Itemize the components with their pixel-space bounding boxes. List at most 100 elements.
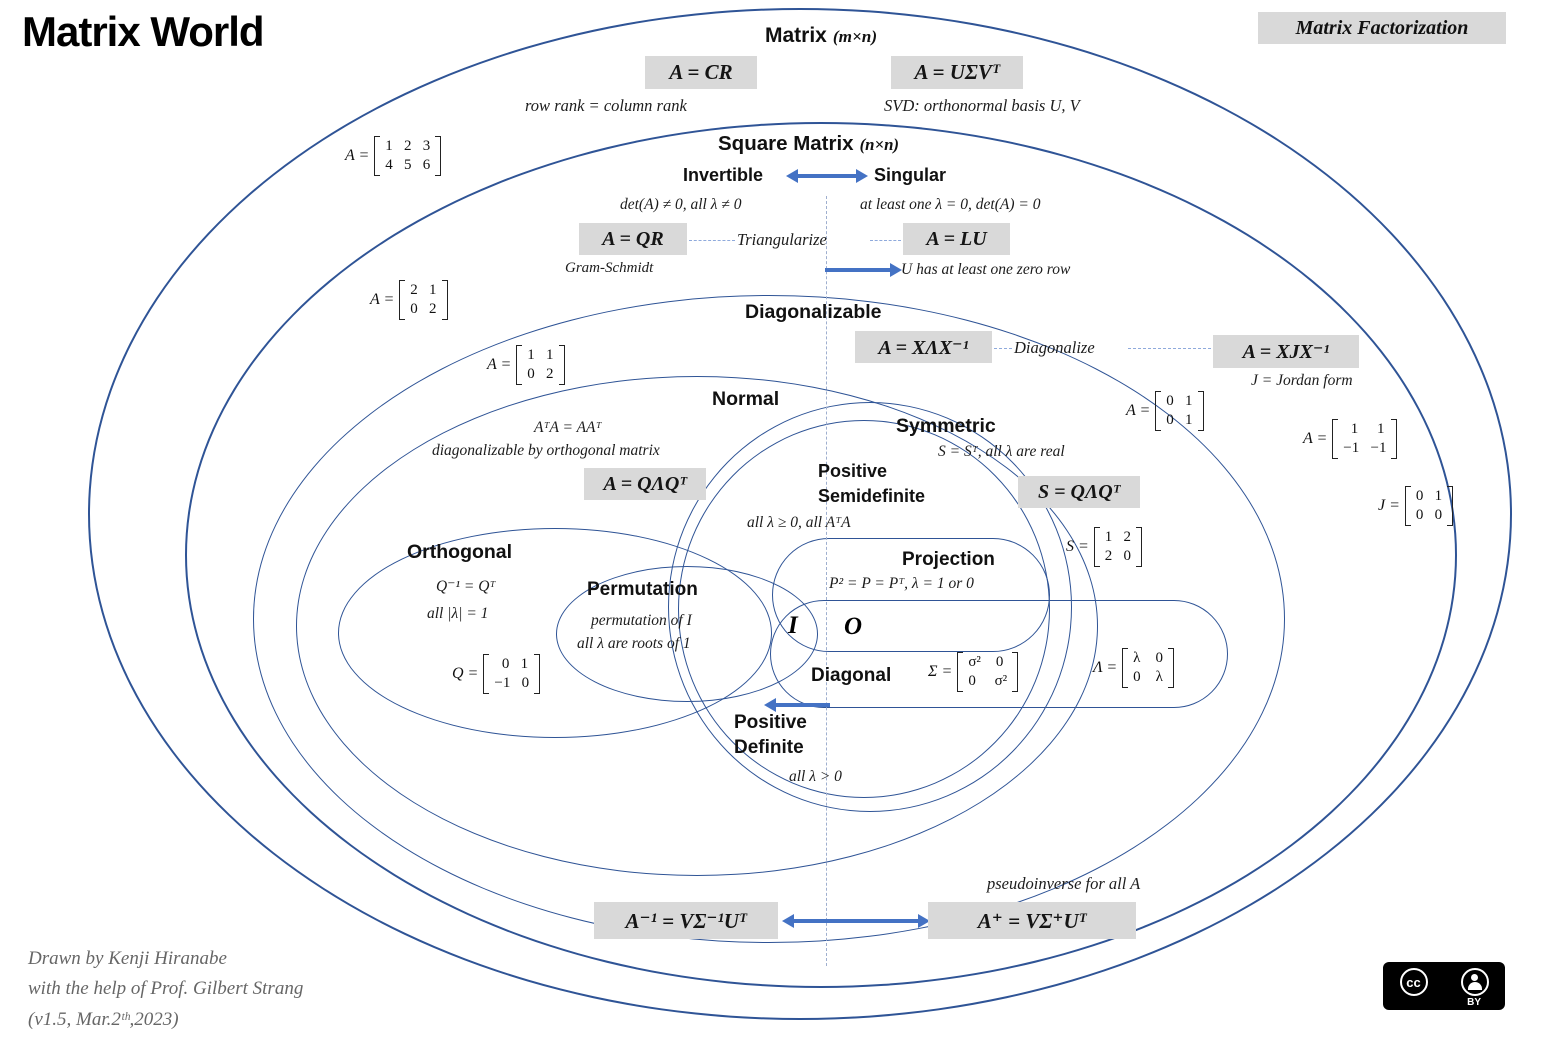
right-bracket [435,136,442,176]
matrix-name: A = [345,146,370,164]
jordan-formula-box: A = XJX⁻¹ [1213,335,1359,368]
matrix-row: 1 2 3 [385,138,431,154]
matrix-row: 0 1 [1166,393,1193,409]
left-bracket [483,654,490,694]
spectral-symmetric-formula-box: S = QΛQᵀ [1018,476,1140,508]
right-bracket [1391,419,1398,459]
left-bracket [516,345,523,385]
pseudoinverse-formula-box: A⁺ = VΣ⁺Uᵀ [928,902,1136,939]
person-head-icon [1471,974,1478,981]
matrix-row: 0 0 [1415,506,1443,523]
diagonalizable-set-ellipse [253,295,1285,943]
gram-schmidt-note: Gram-Schmidt [565,260,654,276]
left-bracket [1093,527,1100,567]
jordan-example-matrix: J = 0 1 0 0 [1378,486,1454,526]
right-bracket [1197,391,1204,431]
diagonalize-left-connector [994,348,1012,349]
identity-matrix-symbol: I [788,612,798,639]
singular-note: at least one λ = 0, det(A) = 0 [860,196,1041,213]
matrix-row: 1 1 [527,347,554,363]
normal-note2: diagonalizable by orthogonal matrix [432,442,660,459]
normal-note1: AᵀA = AAᵀ [534,419,602,436]
orthogonal-example-matrix: Q = 0 1 −1 0 [452,654,541,694]
credits-line3: (v1.5, Mar.2ᵗʰ,2023) [28,1008,179,1030]
projection-note: P² = P = Pᵀ, λ = 1 or 0 [829,575,974,592]
matrix-factorization-badge: Matrix Factorization [1258,12,1506,44]
matrix-row: 0 1 [494,656,529,672]
invertible-note: det(A) ≠ 0, all λ ≠ 0 [620,196,742,213]
inverse-pseudoinverse-arrow [782,913,930,928]
positive-definite-arrow [764,697,830,712]
matrix-row: σ² 0 [968,654,1004,670]
orthogonal-note1: Q⁻¹ = Qᵀ [436,578,496,595]
diagonal-label: Diagonal [811,665,892,686]
psd-note: all λ ≥ 0, all AᵀA [747,514,851,531]
invertible-label: Invertible [683,165,764,185]
singular-label: Singular [874,165,947,185]
right-bracket [534,654,541,694]
attribution-person-icon [1460,968,1489,996]
matrix-region-label: Matrix(m×n) [765,24,877,48]
matrix-name: J = [1378,496,1400,514]
qr-formula-box: A = QR [579,223,687,255]
matrix-row: 2 0 [1104,547,1132,564]
matrix-name: A = [1303,429,1328,447]
permutation-note2: all λ are roots of 1 [577,635,691,652]
psd-label-line1: Positive [818,461,888,481]
orthogonal-note2: all |λ| = 1 [427,605,489,622]
matrix-name: S = [1066,537,1089,555]
cc-label: cc [1406,974,1421,990]
left-bracket [1155,391,1162,431]
spectral-normal-formula-box: A = QΛQᵀ [584,468,706,500]
triangularize-lu-connector [870,240,901,241]
left-bracket [1122,648,1129,688]
matrix-row: −1 0 [494,674,530,691]
matrix-name: Q = [452,664,479,682]
matrix-row: 0 1 [1166,411,1193,428]
square-matrix-title: Square Matrix [718,132,854,155]
credits: Drawn by Kenji Hiranabe with the help of… [28,944,303,1035]
right-bracket [1167,648,1174,688]
matrix-row: λ 0 [1133,650,1163,666]
left-bracket [399,280,406,320]
permutation-label: Permutation [587,579,698,600]
invertible-singular-arrow [786,168,868,183]
diagonalize-label: Diagonalize [1014,338,1095,357]
page-title: Matrix World [22,8,265,55]
invertible-singular-divider [826,196,827,966]
left-bracket [1404,486,1411,526]
matrix-region-dims: (m×n) [832,27,878,46]
square-matrix-region-label: Square Matrix(n×n) [718,132,899,156]
symmetric-label: Symmetric [896,415,996,437]
matrix-row: 0 1 [1415,488,1443,504]
qr-triangularize-connector [689,240,735,241]
jordan-note: J = Jordan form [1251,372,1353,389]
diagonalize-formula-box: A = XΛX⁻¹ [855,331,992,363]
symmetric-note: S = Sᵀ, all λ are real [938,443,1065,460]
cr-formula-box: A = CR [645,56,757,89]
projection-set-shape [772,538,1050,652]
right-bracket [1012,652,1019,692]
diagonalizable-label: Diagonalizable [745,301,882,323]
matrix-row: 0 2 [410,300,437,317]
normal-set-ellipse [296,376,1098,876]
nondiagonalizable-example-matrix: A = 1 1−1 −1 [1303,419,1398,459]
lu-formula-box: A = LU [903,223,1010,255]
right-bracket [1136,527,1143,567]
matrix-row: 0 σ² [968,672,1008,689]
matrix-name: A = [487,355,512,373]
cr-note: row rank = column rank [525,96,687,115]
pd-label-line1: Positive [734,712,807,733]
cc-icon: cc [1399,968,1428,996]
left-bracket [957,652,964,692]
pseudoinverse-note: pseudoinverse for all A [987,874,1141,893]
matrix-row: 0 λ [1133,668,1163,685]
matrix-row: 4 5 6 [385,156,431,173]
normal-label: Normal [712,388,780,410]
